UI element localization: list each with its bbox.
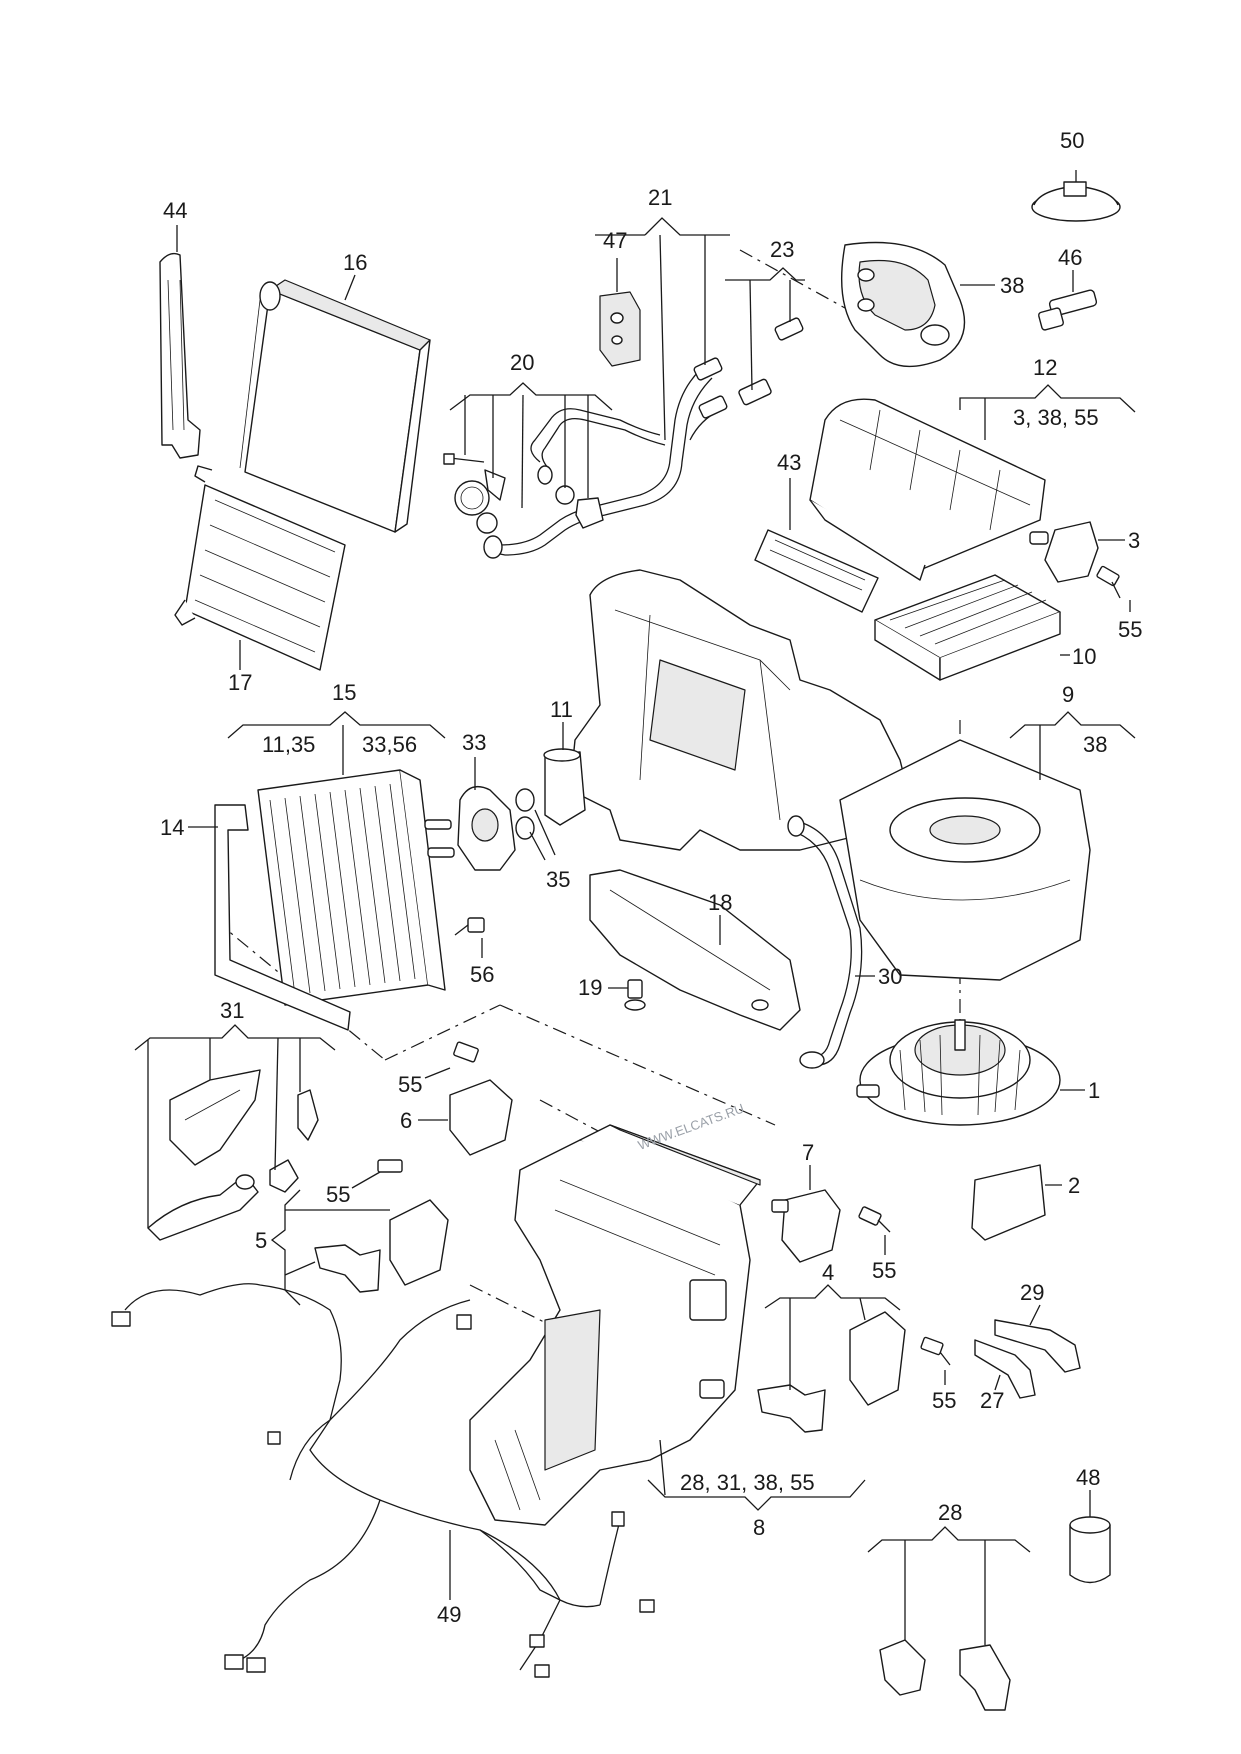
callout-19: 19 (578, 975, 602, 1000)
callout-14: 14 (160, 815, 184, 840)
callout-38: 38 (1000, 273, 1024, 298)
part-12-housing-upper (809, 398, 1046, 581)
callout-12-sub: 3, 38, 55 (1013, 405, 1099, 430)
part-30-drain-hose (787, 815, 863, 1069)
part-18-duct-cover (589, 869, 801, 1031)
callout-29: 29 (1020, 1280, 1044, 1305)
callout-30: 30 (878, 964, 902, 989)
callout-44: 44 (163, 198, 187, 223)
callout-15-left: 11,35 (262, 732, 315, 757)
part-56-screw (454, 917, 485, 936)
callout-2: 2 (1068, 1173, 1080, 1198)
part-17-frame (174, 465, 346, 671)
part-16-heater-core (239, 279, 431, 533)
part-43-filter-cover (754, 529, 879, 613)
callout-55-d: 55 (872, 1258, 896, 1283)
callout-8: 8 (753, 1515, 765, 1540)
part-21-refrigerant-lines (483, 357, 728, 559)
callout-31: 31 (220, 998, 244, 1023)
part-8-lower-housing (469, 1124, 761, 1526)
callout-10: 10 (1072, 644, 1096, 669)
callout-4: 4 (822, 1260, 834, 1285)
callout-15-right: 33,56 (362, 732, 417, 757)
callout-23: 23 (770, 237, 794, 262)
callout-56: 56 (470, 962, 494, 987)
callout-9: 9 (1062, 682, 1074, 707)
callout-49: 49 (437, 1602, 461, 1627)
part-47-valve-block (599, 291, 641, 367)
part-14-seal-frame (214, 804, 351, 1031)
part-11-expansion-valve (543, 748, 586, 826)
part-55-screw-e (920, 1336, 951, 1366)
callout-5: 5 (255, 1228, 267, 1253)
part-49-wiring-harness (111, 1283, 655, 1678)
callout-20: 20 (510, 350, 534, 375)
callout-27: 27 (980, 1388, 1004, 1413)
part-38-gasket (841, 241, 966, 368)
part-55-screw-d (858, 1206, 891, 1233)
housing-main (569, 569, 911, 851)
part-20-fittings (443, 453, 604, 534)
callout-55-a: 55 (1118, 617, 1142, 642)
callout-17: 17 (228, 670, 252, 695)
part-5-actuator (314, 1159, 449, 1293)
callout-12: 12 (1033, 355, 1057, 380)
callout-15: 15 (332, 680, 356, 705)
callout-11: 11 (550, 697, 573, 722)
callout-48: 48 (1076, 1465, 1100, 1490)
callout-18: 18 (708, 890, 732, 915)
callout-6: 6 (400, 1108, 412, 1133)
part-44-bracket (159, 252, 201, 459)
part-23-fittings (738, 317, 804, 406)
callout-16: 16 (343, 250, 367, 275)
part-35-orings (515, 788, 535, 840)
part-4-actuator (757, 1311, 906, 1433)
part-48-cap (1069, 1516, 1111, 1584)
callout-28: 28 (938, 1500, 962, 1525)
callout-43: 43 (777, 450, 801, 475)
callout-55-b: 55 (398, 1072, 422, 1097)
part-46-grommet (1038, 270, 1098, 331)
callout-1: 1 (1088, 1078, 1100, 1103)
callout-labels: 50 46 38 21 23 47 44 16 20 12 3, 38, 55 … (160, 128, 1142, 1627)
part-55-screw-a (1096, 565, 1121, 599)
callout-55-e: 55 (932, 1388, 956, 1413)
part-27-lever (974, 1339, 1036, 1399)
part-10-cabin-filter (874, 574, 1061, 681)
callout-3: 3 (1128, 528, 1140, 553)
part-2-cover (971, 1164, 1046, 1241)
callout-55-c: 55 (326, 1182, 350, 1207)
callout-46: 46 (1058, 245, 1082, 270)
callout-7: 7 (802, 1140, 814, 1165)
callout-21: 21 (648, 185, 672, 210)
part-7-actuator (771, 1189, 841, 1263)
part-50-mount (1031, 170, 1121, 222)
leader-lines (134, 217, 1136, 1645)
watermark: WWW.ELCATS.RU (636, 1101, 746, 1153)
part-28-sensors (879, 1639, 1011, 1711)
part-29-lever (994, 1319, 1081, 1373)
part-31-linkages (147, 1069, 319, 1241)
part-1-blower-motor (856, 1019, 1061, 1126)
callout-8-sub: 28, 31, 38, 55 (680, 1470, 815, 1495)
callout-9-sub: 38 (1083, 732, 1107, 757)
callout-47: 47 (603, 228, 627, 253)
callout-35: 35 (546, 867, 570, 892)
part-3-actuator (1029, 521, 1099, 583)
part-19-screw (624, 979, 646, 1011)
callout-50: 50 (1060, 128, 1084, 153)
part-6-actuator (449, 1041, 513, 1156)
callout-33: 33 (462, 730, 486, 755)
part-15-evaporator (257, 769, 455, 1006)
part-9-blower-housing (839, 739, 1091, 981)
part-33-seal (457, 786, 516, 871)
